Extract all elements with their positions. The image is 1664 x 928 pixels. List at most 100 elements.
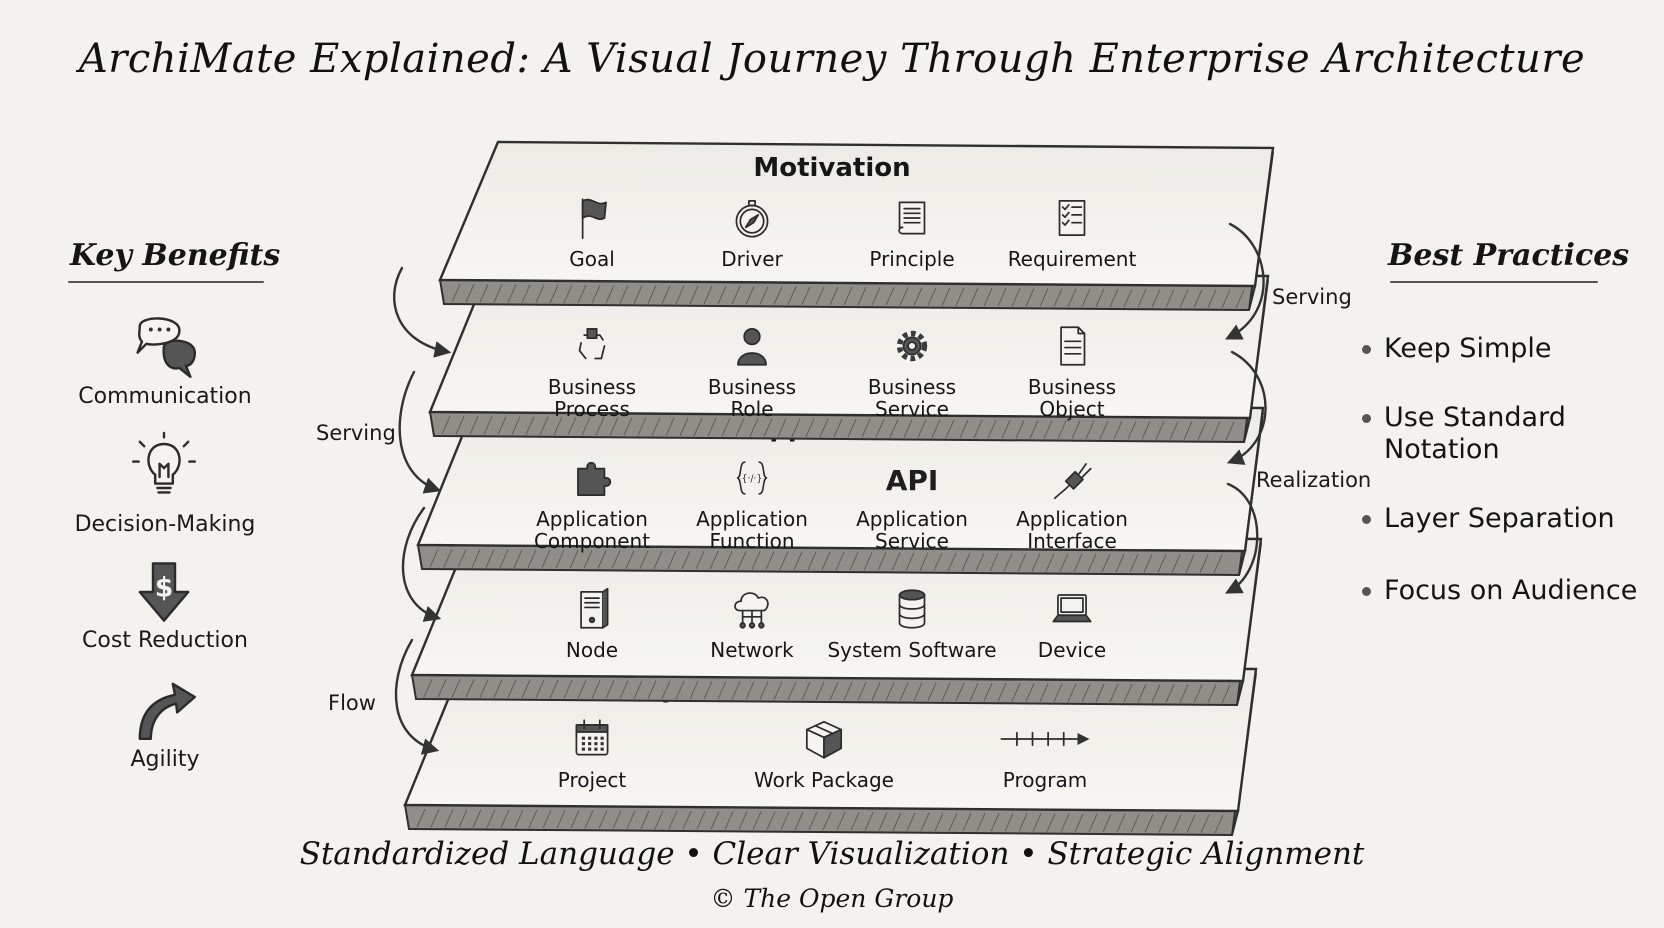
hatch-line <box>787 286 797 305</box>
best-practice-item: Keep Simple <box>1362 333 1654 365</box>
hatch-line <box>1221 684 1231 704</box>
hatch-line <box>591 680 601 699</box>
layer-element-label: Node <box>566 638 618 662</box>
cycle-arrows-icon <box>578 327 606 360</box>
hatch-line <box>1059 553 1069 572</box>
hatch-line <box>493 284 503 303</box>
hatch-line <box>619 285 629 304</box>
hatch-line <box>1137 288 1147 308</box>
hatch-line <box>1151 684 1161 703</box>
hatch-line <box>1179 684 1189 703</box>
hatch-line <box>941 682 951 702</box>
hatch-line <box>745 286 755 305</box>
hatch-line <box>1213 554 1223 574</box>
hatch-line <box>735 418 745 437</box>
speech-bubbles-icon <box>136 317 197 379</box>
hatch-line <box>791 418 801 437</box>
hatch-line <box>1088 813 1098 833</box>
layer-element-label: Work Package <box>754 768 894 792</box>
hatch-line <box>990 813 1000 832</box>
hatch-line <box>696 810 706 830</box>
hatch-line <box>983 682 993 702</box>
hatch-line <box>903 419 913 438</box>
hatch-line <box>931 419 941 438</box>
layer-element: Project <box>558 719 626 792</box>
footer-tagline: Standardized Language • Clear Visualizat… <box>299 836 1365 872</box>
hatch-line <box>541 549 551 569</box>
hatch-line <box>443 549 453 568</box>
hatch-line <box>1193 289 1203 308</box>
hatch-line <box>581 416 591 436</box>
hatch-line <box>731 681 741 700</box>
hatch-line <box>611 550 621 569</box>
hatch-line <box>485 549 495 568</box>
checklist-icon <box>1058 199 1086 237</box>
hatch-line <box>528 809 538 829</box>
hatch-line <box>717 681 727 700</box>
hatch-line <box>1043 420 1053 439</box>
hatch-line <box>1046 813 1056 832</box>
benefit-cost-reduction-label: Cost Reduction <box>82 628 248 653</box>
hatch-line <box>465 284 475 303</box>
hatch-line <box>1183 421 1193 440</box>
hatch-line <box>801 681 811 701</box>
hatch-line <box>1143 554 1153 573</box>
bullet-icon <box>1362 414 1371 423</box>
layer-element-label: Goal <box>569 247 615 271</box>
relationship-arrows <box>393 222 1267 755</box>
hatch-line <box>577 284 587 304</box>
hatch-line <box>1102 813 1112 833</box>
hatch-line <box>752 811 762 830</box>
hatch-line <box>542 809 552 829</box>
hatch-line <box>1018 813 1028 832</box>
layer-title-motivation: Motivation <box>753 153 910 183</box>
hatch-line <box>1214 814 1224 834</box>
layer-element-label: Requirement <box>1008 247 1137 271</box>
hatch-line <box>1130 814 1140 833</box>
layer-element: Network <box>710 592 794 662</box>
hatch-line <box>815 681 825 701</box>
hatch-line <box>1032 813 1042 832</box>
hatch-line <box>595 417 605 436</box>
plug-icon <box>1053 463 1092 500</box>
hatch-line <box>1101 553 1111 573</box>
hatch-line <box>1127 420 1137 440</box>
hatch-line <box>507 284 517 303</box>
hatch-line <box>962 812 972 832</box>
hatch-line <box>483 416 493 435</box>
hatch-line <box>773 681 783 700</box>
bullet-icon <box>1362 345 1371 354</box>
hatch-line <box>539 416 549 436</box>
hatch-line <box>959 419 969 439</box>
hatch-line <box>1095 288 1105 308</box>
hatch-line <box>794 811 804 831</box>
hatch-line <box>751 551 761 570</box>
hatch-line <box>973 419 983 439</box>
hatch-line <box>864 812 874 831</box>
hatch-line <box>1053 683 1063 702</box>
hatch-line <box>521 284 531 303</box>
hatch-line <box>605 680 615 699</box>
hatch-line <box>639 550 649 569</box>
hatch-line <box>1179 289 1189 308</box>
hatch-line <box>1115 553 1125 573</box>
hatch-line <box>1011 683 1021 702</box>
curved-arrow-icon <box>138 682 197 741</box>
hatch-line <box>1004 813 1014 832</box>
hatch-line <box>1171 554 1181 573</box>
hatch-line <box>1031 553 1041 572</box>
hatch-line <box>569 549 579 569</box>
hatch-line <box>861 419 871 438</box>
hatch-line <box>766 811 776 830</box>
relationship-label-serving-left: Serving <box>316 421 396 445</box>
document-icon <box>1060 326 1086 366</box>
relationship-arrow <box>1226 350 1267 465</box>
hatch-line <box>1067 683 1077 702</box>
